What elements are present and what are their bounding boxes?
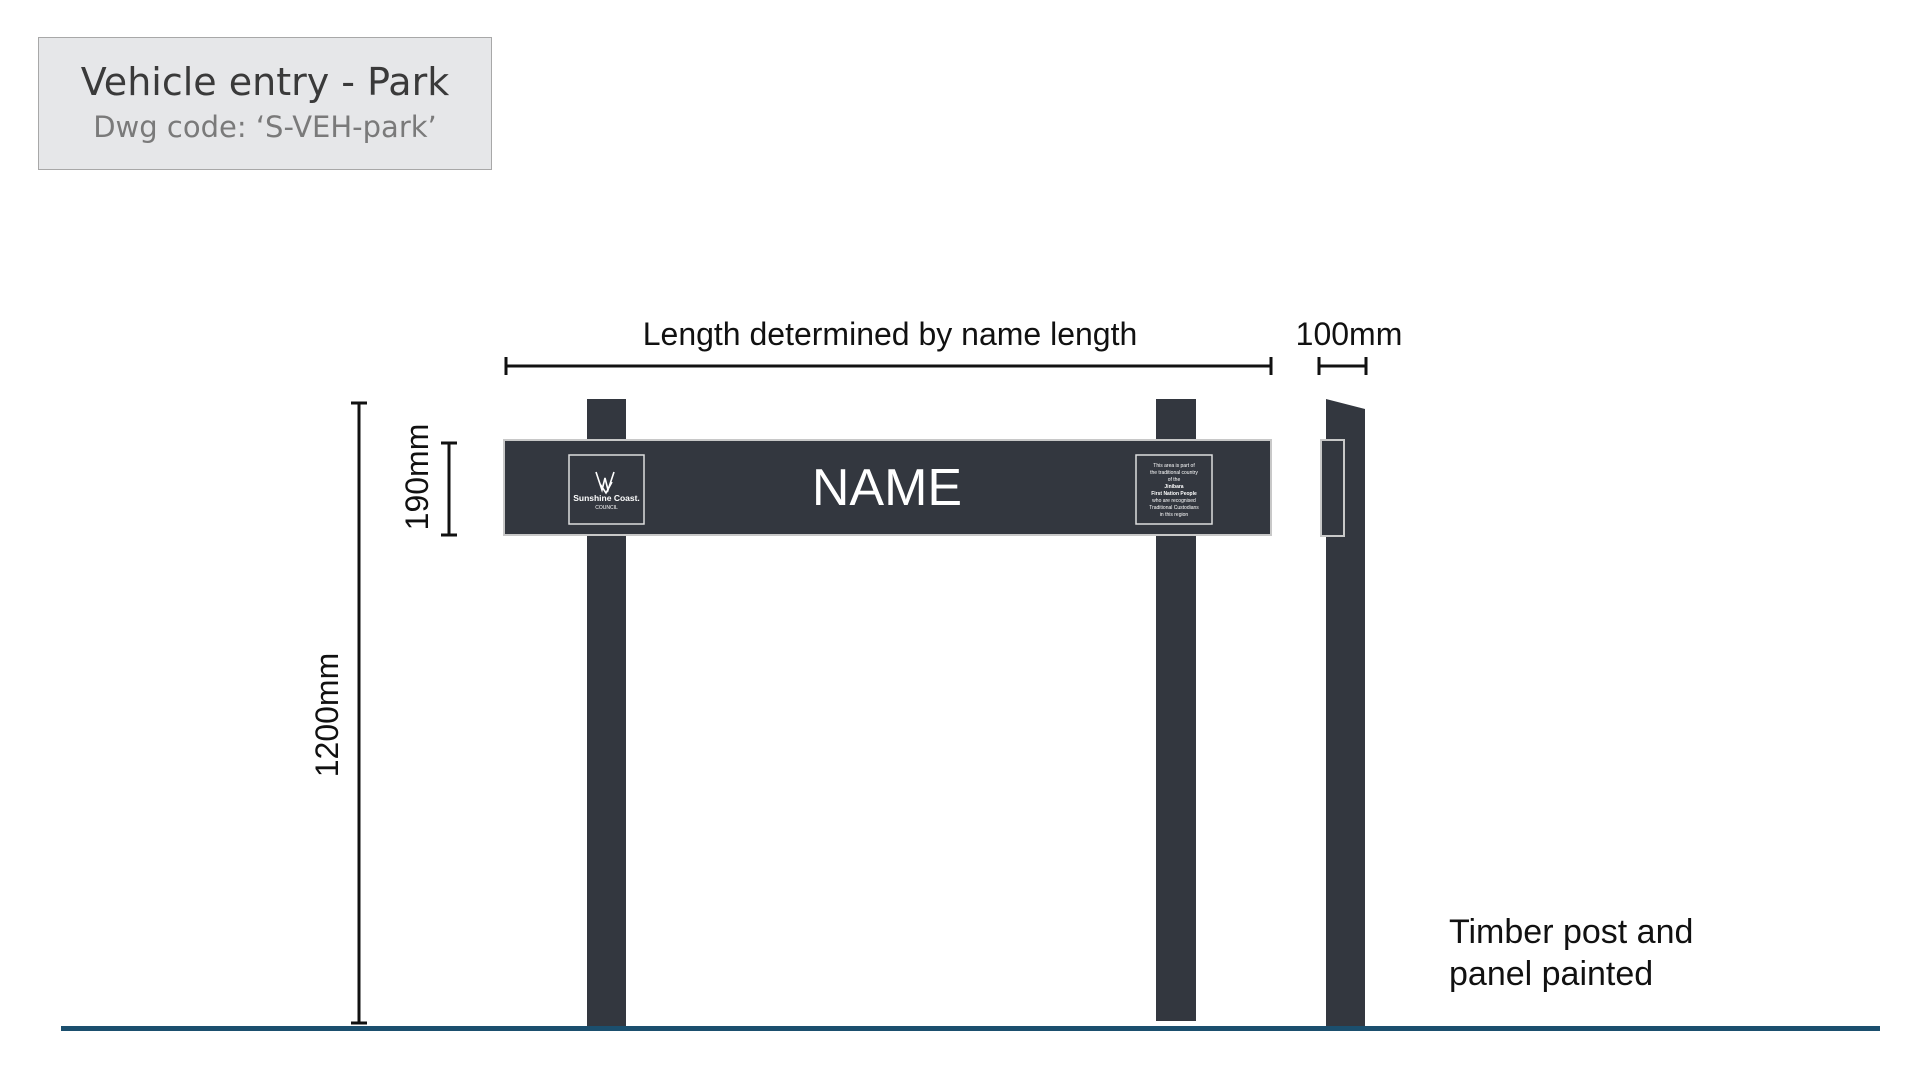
- drawing-code: Dwg code: ‘S-VEH-park’: [93, 110, 437, 144]
- material-note-line2: panel painted: [1449, 955, 1653, 993]
- plaque-line: the traditional country: [1150, 470, 1198, 476]
- plaque-line: of the: [1168, 477, 1181, 483]
- plaque-line: in this region: [1160, 512, 1189, 518]
- depth-dimension-label: 100mm: [1296, 316, 1403, 352]
- grass-icon: [595, 471, 615, 495]
- plaque-line: First Nation People: [1151, 491, 1197, 497]
- plaque-line: Traditional Custodians: [1149, 505, 1199, 511]
- panel-height-dimension-line: [441, 441, 457, 537]
- side-view-panel: [1320, 439, 1345, 537]
- logo-text: Sunshine Coast.: [573, 493, 640, 503]
- panel-height-dimension-label: 190mm: [399, 424, 435, 531]
- plaque-line: This area is part of: [1153, 463, 1195, 469]
- logo-subtext: COUNCIL: [595, 505, 618, 511]
- side-view-post: [1326, 399, 1365, 1026]
- plaque-line: Jinibara: [1164, 484, 1183, 490]
- material-note-line1: Timber post and: [1449, 913, 1693, 951]
- depth-dimension-line: [1317, 357, 1368, 375]
- sign-name: NAME: [812, 459, 962, 517]
- plaque-line: who are recognised: [1152, 498, 1196, 504]
- drawing-title: Vehicle entry - Park: [80, 60, 450, 104]
- ground-line: [61, 1026, 1880, 1031]
- council-logo: Sunshine Coast. COUNCIL: [568, 454, 645, 525]
- height-dimension-line: [351, 401, 367, 1025]
- length-dimension-label: Length determined by name length: [643, 316, 1138, 352]
- length-dimension-line: [504, 357, 1273, 375]
- title-box: Vehicle entry - Park Dwg code: ‘S-VEH-pa…: [38, 37, 492, 170]
- acknowledgement-plaque: This area is part of the traditional cou…: [1135, 454, 1213, 525]
- height-dimension-label: 1200mm: [309, 653, 345, 778]
